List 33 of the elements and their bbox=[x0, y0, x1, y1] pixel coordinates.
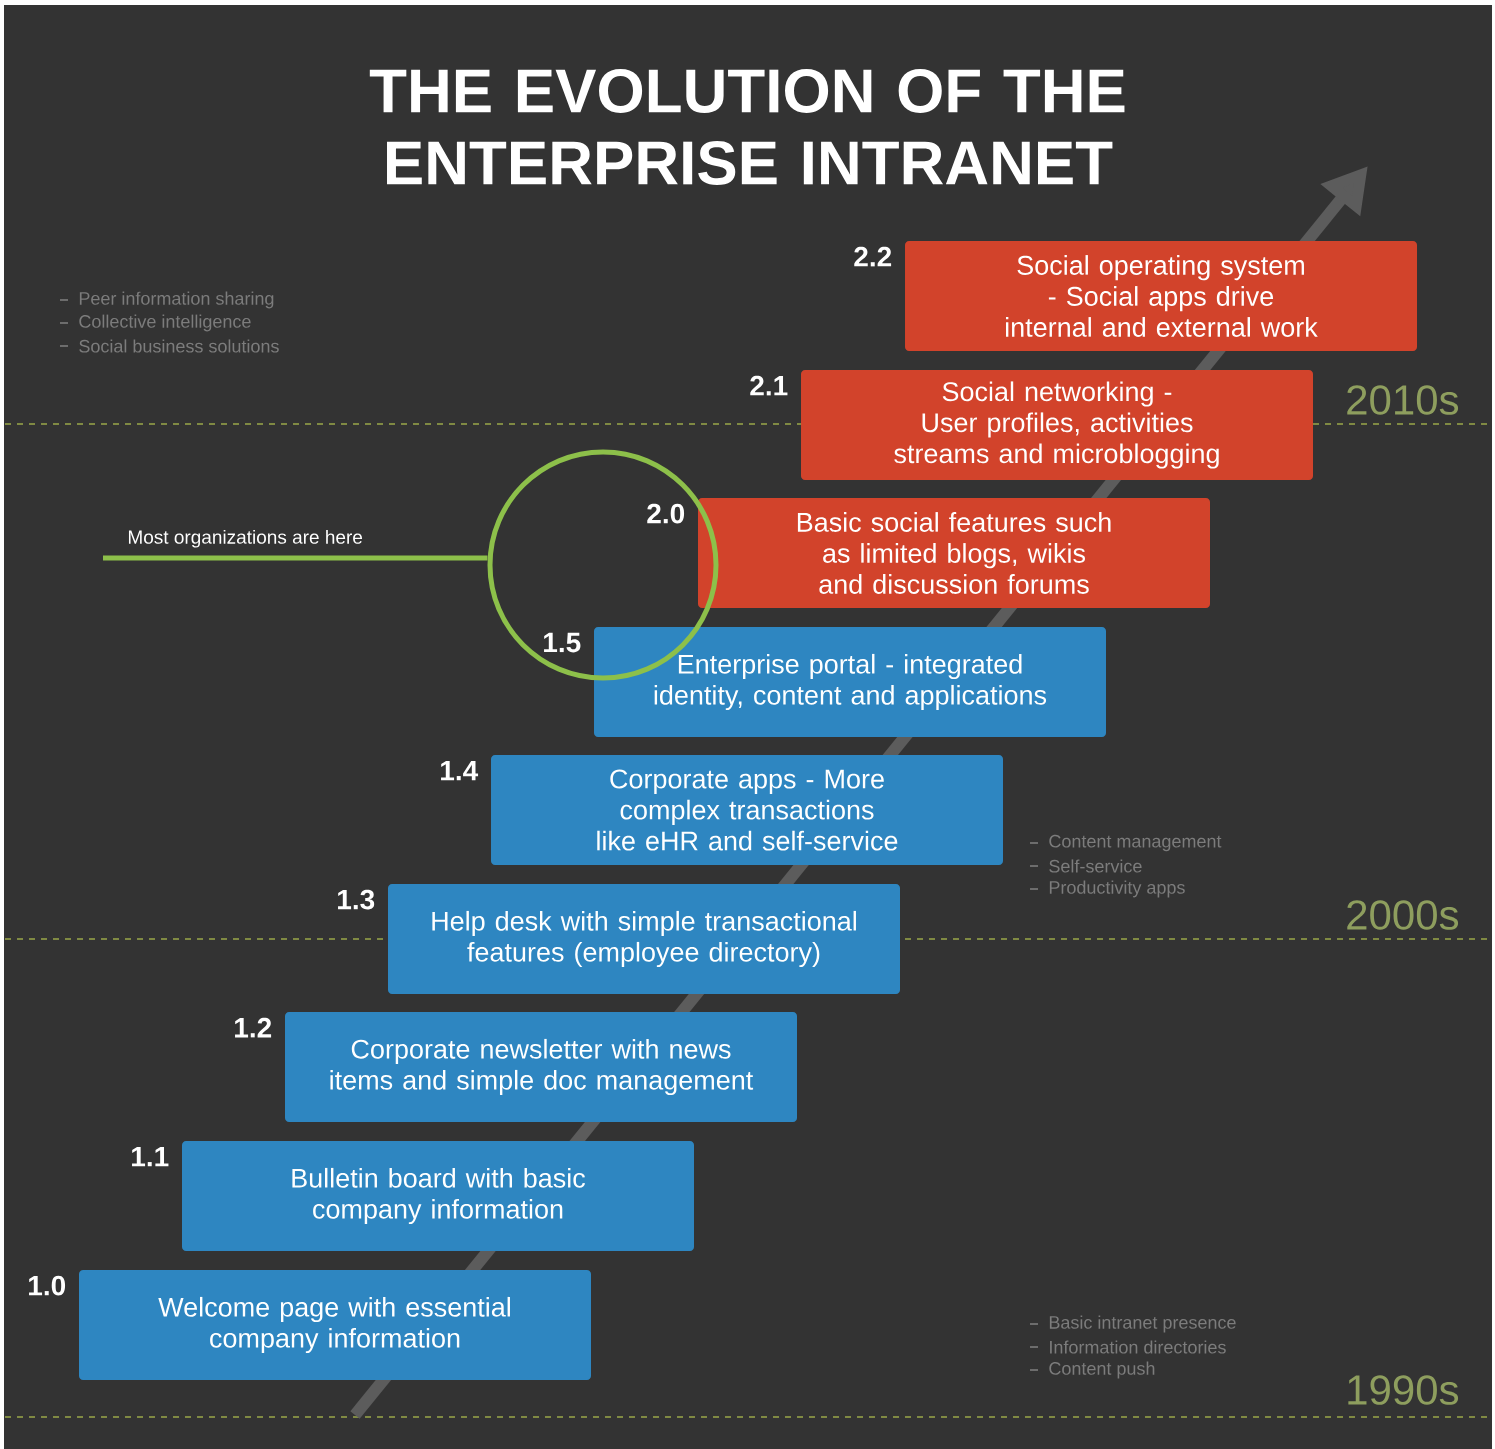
bullet-item: Social business solutions bbox=[59, 339, 279, 353]
step-box: Social networking - User profiles, activities streams and microblogging bbox=[801, 370, 1313, 480]
bullet-item: Content management bbox=[1029, 834, 1222, 852]
step-box: Enterprise portal - integrated identity, content and applications bbox=[594, 627, 1106, 737]
version-number: 2.2 bbox=[854, 246, 892, 267]
version-number: 1.0 bbox=[29, 1275, 66, 1296]
leader-line bbox=[103, 555, 488, 561]
bullet-item: Productivity apps bbox=[1029, 880, 1185, 898]
version-number: 2.0 bbox=[647, 503, 685, 524]
step-box: Corporate newsletter with news items and simple doc management bbox=[285, 1012, 797, 1122]
version-number: 1.3 bbox=[338, 889, 375, 910]
step-box: Bulletin board with basic company information bbox=[182, 1141, 694, 1251]
step-box: Corporate apps - More complex transactions like eHR and self-service bbox=[491, 755, 1003, 865]
callout-text: Most organizations are here bbox=[128, 529, 363, 548]
bullet-item: Peer information sharing bbox=[59, 291, 274, 309]
step-box: Welcome page with essential company information bbox=[79, 1270, 591, 1380]
title: THE EVOLUTION OF THE ENTERPRISE INTRANET bbox=[369, 69, 1125, 185]
version-number: 2.1 bbox=[750, 375, 788, 396]
version-number: 1.1 bbox=[132, 1146, 169, 1167]
bullet-item: Content push bbox=[1029, 1361, 1155, 1379]
bullet-item: Collective intelligence bbox=[59, 314, 251, 332]
bullet-item: Self-service bbox=[1029, 859, 1142, 873]
version-number: 1.5 bbox=[544, 632, 581, 653]
bullet-item: Information directories bbox=[1029, 1340, 1226, 1354]
decade-label: 2000s bbox=[1347, 900, 1459, 930]
step-box: Basic social features such as limited blogs, wikis and discussion forums bbox=[698, 498, 1210, 608]
bullet-item: Basic intranet presence bbox=[1029, 1315, 1236, 1333]
step-box: Social operating system - Social apps drive internal and external work bbox=[905, 241, 1417, 351]
version-number: 1.2 bbox=[235, 1017, 272, 1038]
version-number: 1.4 bbox=[441, 760, 479, 781]
decade-label: 2010s bbox=[1347, 385, 1459, 415]
step-box: Help desk with simple transactional features (employee directory) bbox=[388, 884, 900, 994]
decade-label: 1990s bbox=[1348, 1375, 1459, 1405]
